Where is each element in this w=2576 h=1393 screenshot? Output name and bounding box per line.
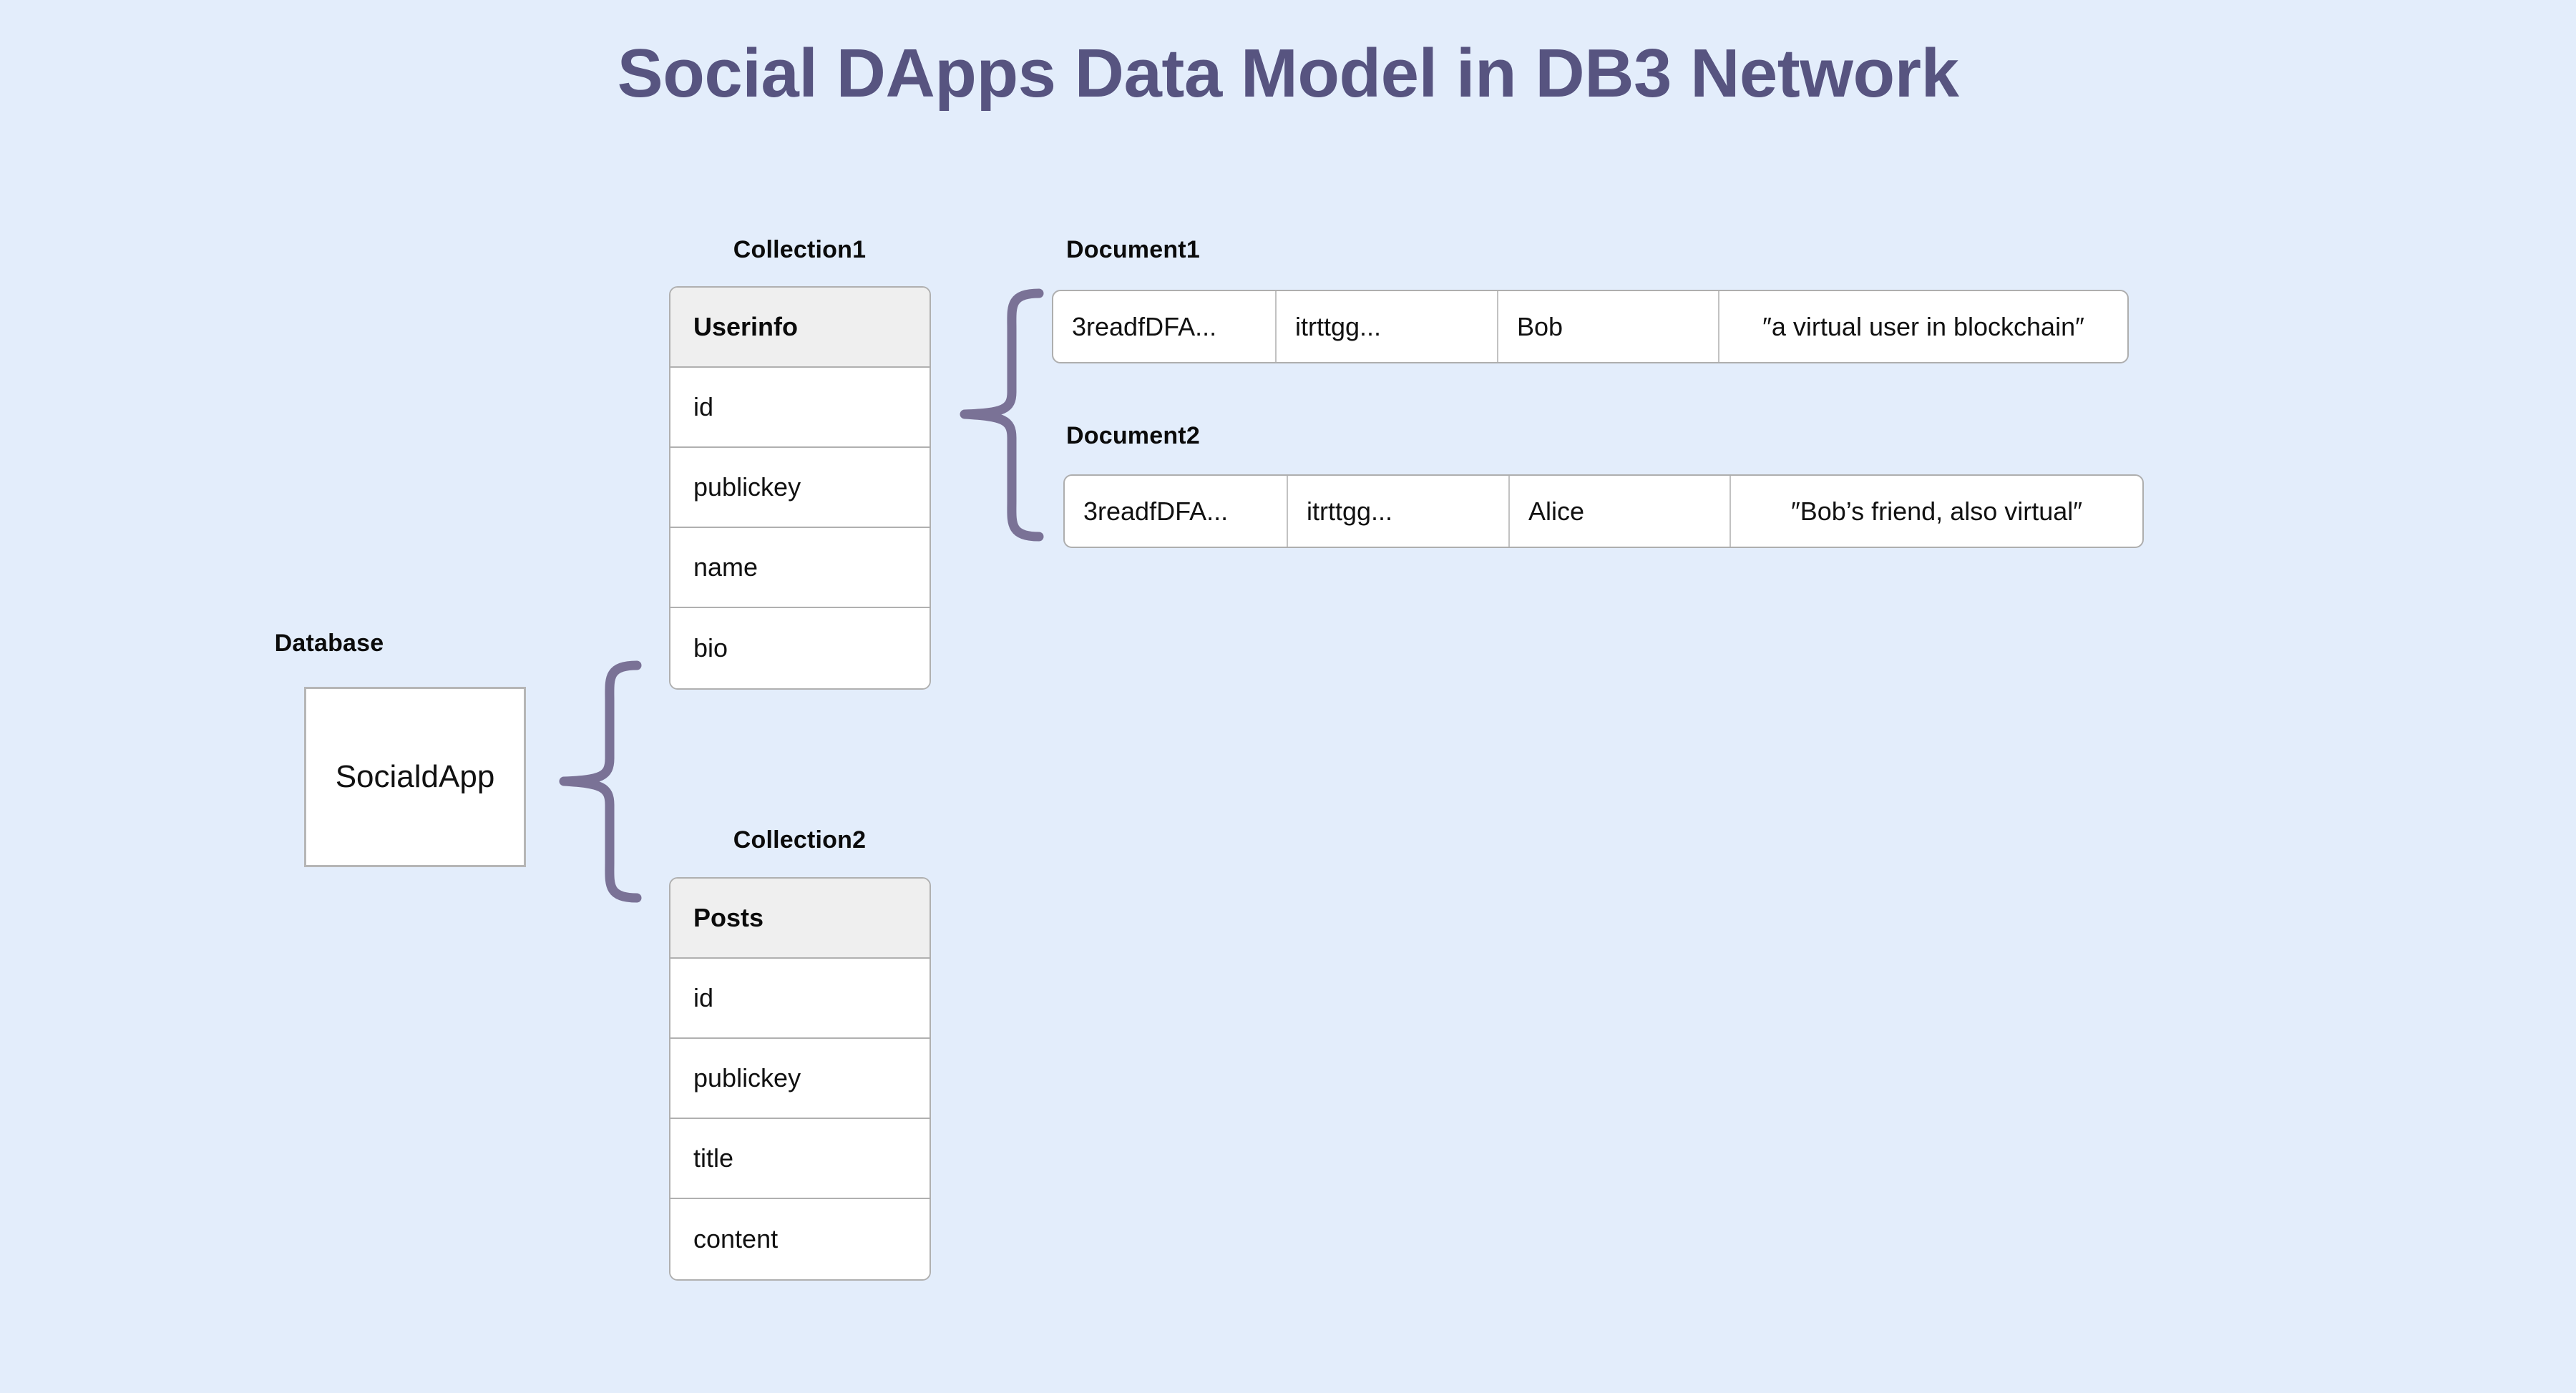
collection1-table[interactable]: Userinfo id publickey name bio [669, 286, 931, 690]
collection1-name: Userinfo [670, 288, 930, 368]
collection2-name: Posts [670, 879, 930, 959]
document1-cell-id: 3readfDFA... [1053, 291, 1277, 362]
document1-cell-bio: ″a virtual user in blockchain″ [1762, 311, 2084, 341]
document2-caption: Document2 [1066, 422, 1200, 449]
collection1-field-id: id [670, 368, 930, 448]
database-box[interactable]: SocialdApp [304, 687, 526, 867]
collection2-field-id: id [670, 959, 930, 1039]
collection1-field-publickey: publickey [670, 448, 930, 528]
collection1-to-documents-brace [960, 288, 1044, 542]
document1-cell-name: Bob [1498, 291, 1719, 362]
collection2-field-publickey: publickey [670, 1039, 930, 1119]
document2-cell-publickey: itrttgg... [1288, 476, 1510, 547]
document1-cell-publickey: itrttgg... [1277, 291, 1498, 362]
document2-cell-id: 3readfDFA... [1065, 476, 1288, 547]
collection1-field-bio: bio [670, 608, 930, 688]
document2-cell-bio: ″Bob’s friend, also virtual″ [1790, 496, 2083, 526]
page-title: Social DApps Data Model in DB3 Network [617, 35, 1959, 112]
database-name: SocialdApp [335, 759, 495, 794]
collection1-caption: Collection1 [733, 236, 867, 263]
collection2-caption: Collection2 [733, 826, 867, 854]
collection1-field-name: name [670, 528, 930, 608]
collection2-table[interactable]: Posts id publickey title content [669, 877, 931, 1281]
collection2-field-title: title [670, 1119, 930, 1199]
collection2-field-content: content [670, 1199, 930, 1279]
document2-table[interactable]: 3readfDFA... itrttgg... Alice ″Bob’s fri… [1063, 474, 2144, 548]
document1-table[interactable]: 3readfDFA... itrttgg... Bob ″a virtual u… [1052, 290, 2129, 363]
document2-cell-name: Alice [1510, 476, 1731, 547]
document1-caption: Document1 [1066, 236, 1200, 263]
database-to-collections-brace [559, 660, 642, 903]
database-caption: Database [274, 630, 384, 657]
